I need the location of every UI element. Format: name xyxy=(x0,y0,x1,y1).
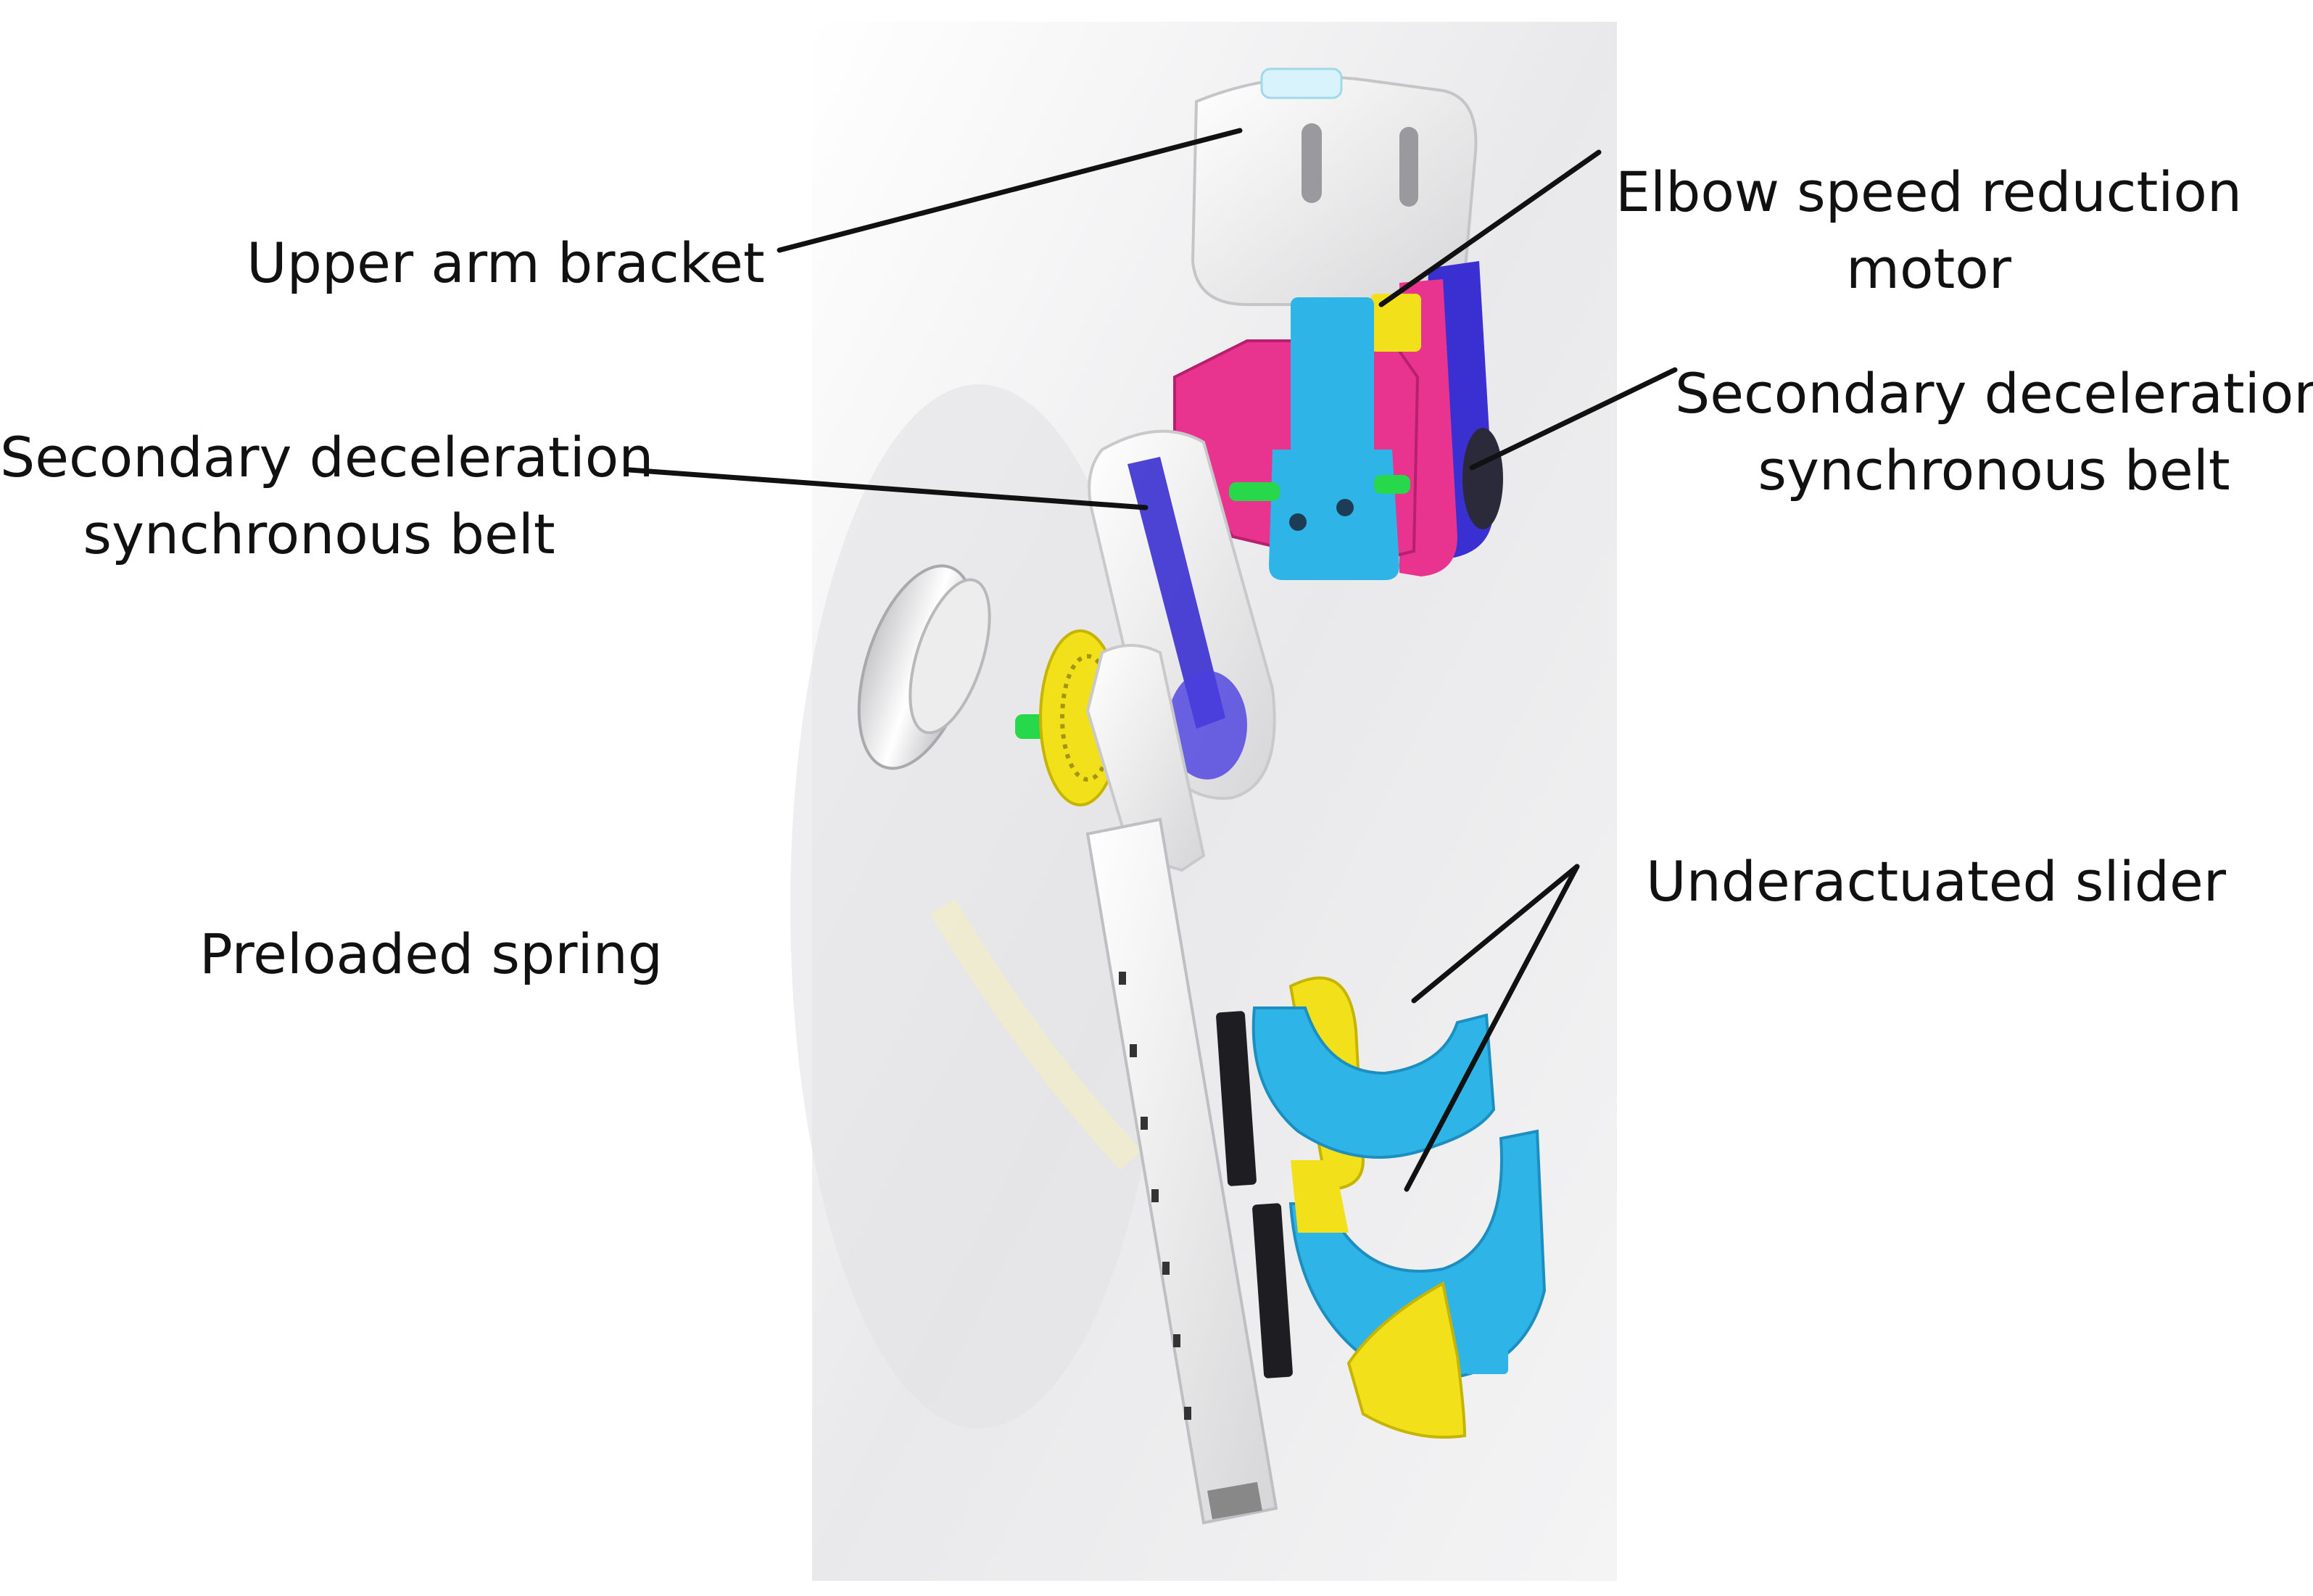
black-pad xyxy=(1252,1203,1293,1378)
underactuated-slider-lower xyxy=(1288,1129,1547,1439)
leader-sec-belt-right xyxy=(1469,367,1678,471)
black-pad xyxy=(1216,1011,1257,1186)
leader-slider-lower xyxy=(1404,864,1580,1192)
forearm-link xyxy=(1085,644,1278,1525)
label-sec-belt-right: Secondary deceleration synchronous belt xyxy=(1675,361,2313,503)
forearm-slots xyxy=(1119,972,1191,1420)
upper-arm-bracket xyxy=(1191,67,1478,306)
gray-ring xyxy=(857,564,991,770)
leader-upper-arm-bracket xyxy=(777,128,1243,253)
leader-slider-upper xyxy=(1411,864,1580,1004)
motor-yellow-block xyxy=(1370,294,1421,352)
green-pin xyxy=(1229,482,1280,501)
label-elbow-motor: Elbow speed reduction motor xyxy=(1615,160,2243,301)
leader-lines xyxy=(626,128,1678,1192)
leader-elbow-motor xyxy=(1378,149,1602,307)
green-pin xyxy=(1374,475,1410,494)
belt-housing xyxy=(1088,429,1276,800)
label-sec-belt-left: Secondary deceleration synchronous belt xyxy=(0,425,654,566)
motor-gear xyxy=(1462,428,1503,529)
leader-sec-belt-left xyxy=(626,467,1149,510)
cyan-link xyxy=(1269,297,1399,580)
underactuated-slider-upper xyxy=(1251,976,1496,1191)
label-preloaded-spring: Preloaded spring xyxy=(199,922,663,986)
faint-yellow-arc xyxy=(930,898,1142,1170)
label-upper-arm-bracket: Upper arm bracket xyxy=(247,231,765,295)
label-underactuated-slider: Underactuated slider xyxy=(1646,849,2226,914)
